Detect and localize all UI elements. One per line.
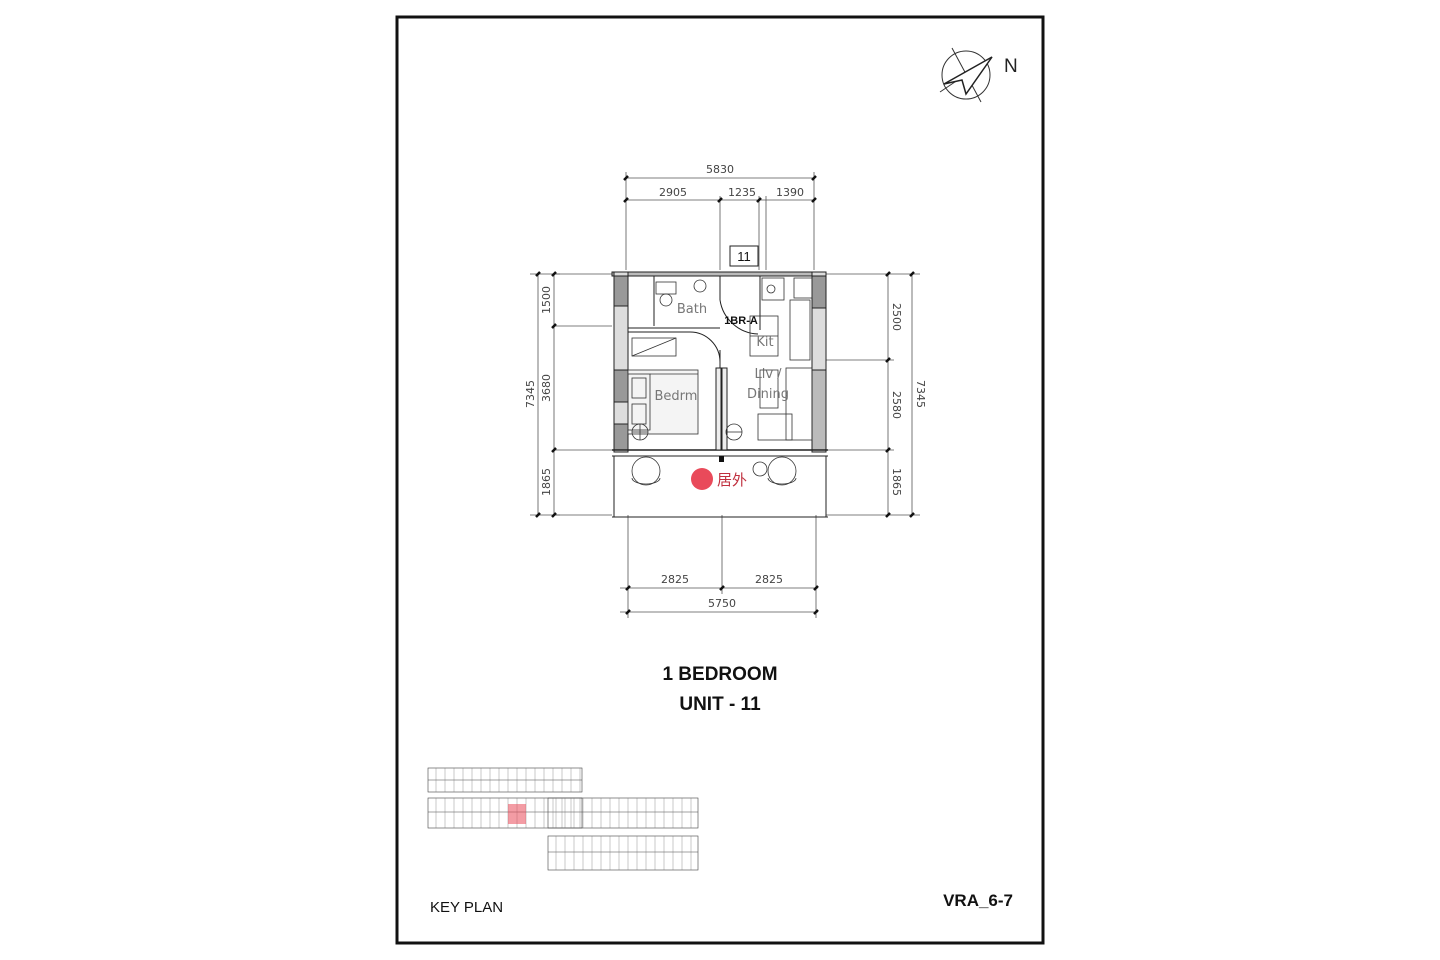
unit-tag-box bbox=[729, 245, 759, 267]
dim-left-total: 7345 bbox=[524, 380, 537, 408]
north-label: N bbox=[1004, 56, 1018, 77]
dim-left-a: 1500 bbox=[540, 286, 553, 314]
plan-subtitle: UNIT - 11 bbox=[679, 694, 761, 715]
room-liv: Liv / bbox=[754, 367, 782, 382]
north-arrow: N bbox=[939, 47, 1018, 103]
watermark-text: 居外 bbox=[717, 472, 747, 489]
key-plan-label: KEY PLAN bbox=[430, 899, 503, 916]
unit-type: 1BR-A bbox=[724, 315, 758, 327]
column-marker bbox=[719, 456, 724, 462]
unit-tag: 11 bbox=[737, 249, 751, 264]
dim-bottom-a: 2825 bbox=[661, 573, 689, 586]
room-bedroom: Bedrm bbox=[655, 389, 698, 404]
furniture bbox=[627, 277, 813, 486]
room-dining: Dining bbox=[747, 387, 789, 402]
dim-bottom-b: 2825 bbox=[755, 573, 783, 586]
room-bath: Bath bbox=[677, 302, 707, 317]
key-plan-thumbnail bbox=[427, 767, 699, 871]
dim-top-total: 5830 bbox=[706, 163, 734, 176]
watermark-logo: 居外 bbox=[691, 468, 747, 490]
dim-top-a: 2905 bbox=[659, 186, 687, 199]
dim-right-total: 7345 bbox=[914, 380, 927, 408]
key-plan-highlight bbox=[508, 804, 526, 824]
sheet-frame bbox=[395, 15, 1045, 945]
key-plan-grid bbox=[435, 768, 692, 870]
dim-right-b: 2580 bbox=[890, 391, 903, 419]
dim-left-b: 3680 bbox=[540, 374, 553, 402]
dimension-ticks bbox=[535, 175, 915, 615]
room-kit: Kit bbox=[756, 335, 773, 350]
dim-right-c: 1865 bbox=[890, 468, 903, 496]
dim-right-a: 2500 bbox=[890, 303, 903, 331]
dim-left-c: 1865 bbox=[540, 468, 553, 496]
dim-top-c: 1390 bbox=[776, 186, 804, 199]
plan-title: 1 BEDROOM bbox=[662, 664, 777, 685]
drawing-code: VRA_6-7 bbox=[943, 891, 1013, 910]
dim-bottom-total: 5750 bbox=[708, 597, 736, 610]
dim-top-b: 1235 bbox=[728, 186, 756, 199]
